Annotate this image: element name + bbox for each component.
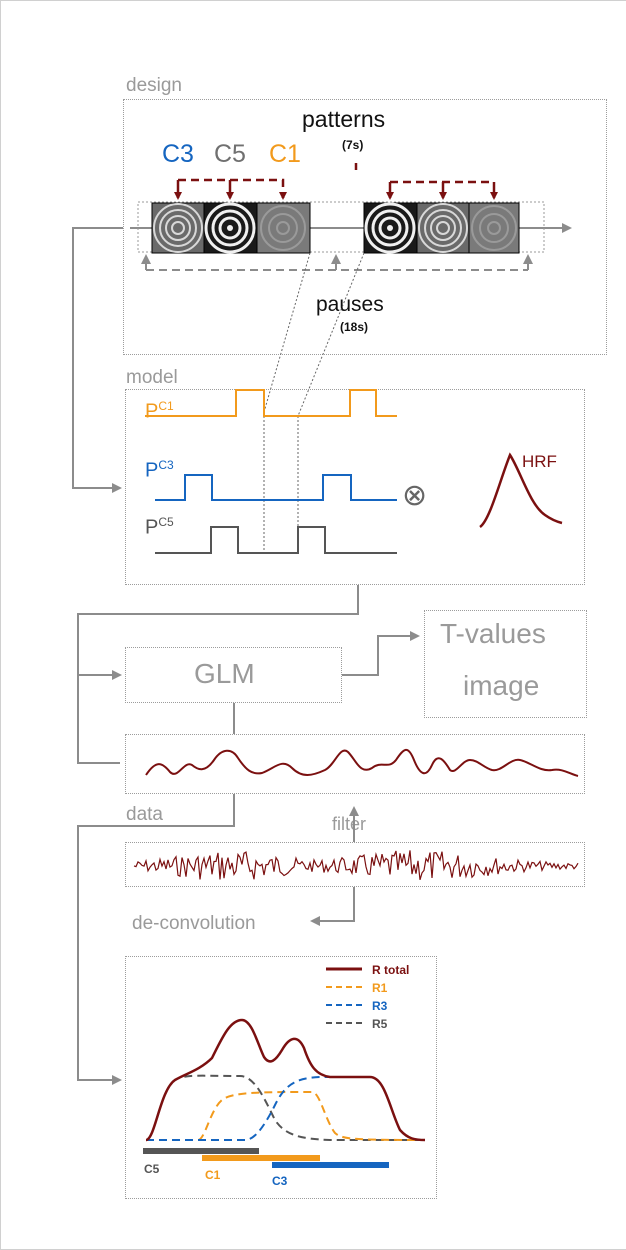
t-values-label: T-values	[440, 618, 546, 649]
filtered-signal-box	[125, 734, 585, 794]
condition-label-c5: C5	[214, 140, 246, 168]
glm-label: GLM	[194, 658, 255, 689]
regressor-label-c3: PC3	[145, 458, 174, 482]
condition-bar-c1	[202, 1155, 320, 1161]
legend-r3: R3	[372, 999, 388, 1013]
model-section-label: model	[126, 367, 178, 388]
design-to-model-arrow	[72, 227, 123, 493]
glm-to-tvalues-arrow	[342, 631, 420, 676]
image-label: image	[463, 670, 540, 701]
projection-lines	[263, 252, 365, 553]
stimulus-c1-1	[256, 202, 311, 254]
data-loop-arrow	[77, 675, 120, 764]
condition-bar-c5	[143, 1148, 259, 1154]
filter-label: filter	[332, 814, 367, 834]
regressor-c5-line	[155, 526, 397, 554]
regressor-label-c5: PC5	[145, 515, 174, 539]
data-to-filtered-arrow	[77, 794, 235, 1085]
stimulus-group-1	[151, 202, 311, 254]
patterns-bracket	[174, 163, 498, 200]
r5-curve	[145, 1074, 425, 1141]
hrf-curve	[479, 452, 563, 529]
glm-box	[125, 647, 342, 703]
filtered-signal	[145, 748, 579, 777]
convolve-symbol: ⊗	[402, 479, 428, 512]
condition-label-c3: C3	[162, 140, 194, 168]
response-box	[125, 956, 437, 1199]
raw-signal-box	[125, 842, 585, 887]
legend-r1: R1	[372, 981, 388, 995]
hrf-label: HRF	[522, 452, 557, 471]
pauses-label: pauses	[316, 293, 384, 316]
pauses-bracket	[141, 254, 533, 271]
deconvolution-label: de-convolution	[132, 913, 256, 934]
bar-label-c5: C5	[144, 1162, 160, 1176]
data-section-label: data	[126, 804, 163, 825]
patterns-duration: (7s)	[342, 138, 364, 152]
raw-signal	[133, 850, 579, 880]
design-box	[123, 99, 607, 355]
legend-r-total: R total	[372, 963, 410, 977]
r-total-curve	[145, 1018, 426, 1142]
legend-r5: R5	[372, 1017, 388, 1031]
stimulus-c5-1	[203, 202, 258, 254]
stimulus-c1-2	[468, 202, 520, 254]
bar-label-c3: C3	[272, 1174, 288, 1188]
stimulus-group-2	[363, 202, 520, 254]
condition-bar-c3	[272, 1162, 389, 1168]
regressor-label-c1: PC1	[145, 399, 174, 423]
stimulus-c5-2	[363, 202, 418, 254]
regressor-c3-line	[155, 474, 397, 501]
pauses-duration: (18s)	[340, 320, 369, 334]
design-section-label: design	[126, 75, 182, 96]
flow-arrows	[72, 227, 420, 1085]
patterns-label: patterns	[302, 106, 386, 132]
condition-label-c1: C1	[269, 140, 301, 168]
t-values-box	[424, 610, 587, 718]
deconvolution-arrow	[310, 887, 355, 926]
regressor-c1-line	[145, 389, 397, 417]
bar-label-c1: C1	[205, 1168, 221, 1182]
stimulus-c3-1	[151, 202, 205, 254]
stimulus-c3-2	[416, 202, 470, 254]
model-to-glm-arrow	[77, 585, 359, 680]
r1-curve	[146, 1090, 426, 1141]
